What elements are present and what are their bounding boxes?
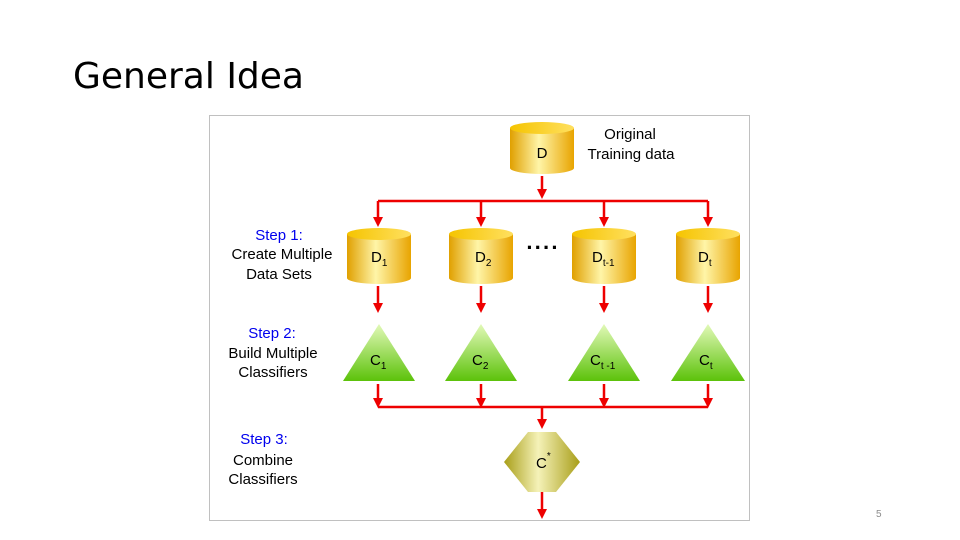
dataset-cylinder-2: D2 [449,228,513,284]
classifier-triangle-1: C1 [343,324,415,381]
step-2-line1: Build Multiple [228,345,317,362]
step-1-line2: Data Sets [246,266,312,283]
ellipsis: ···· [526,235,559,260]
dataset-cylinder-1: D1 [347,228,411,284]
step-3-line1: Combine [233,452,293,469]
classifier-label-1: C1 [370,352,387,372]
step-3-label: Step 3: Combine Classifiers [228,431,297,488]
step-1-label: Step 1: Create Multiple Data Sets [232,227,333,283]
page-number: 5 [876,509,882,520]
dataset-label-1: D1 [371,249,388,269]
step-3-heading: Step 3: [240,431,288,448]
step-3-line2: Classifiers [228,471,297,488]
source-description-line2: Training data [588,146,676,163]
connector-lines [373,176,713,519]
dataset-cylinder-t: Dt [676,228,740,284]
dataset-label-t-minus-1: Dt-1 [592,249,615,269]
classifier-triangle-t-minus-1: Ct -1 [568,324,640,381]
combined-classifier-label: C* [536,451,551,472]
step-1-heading: Step 1: [255,227,303,244]
combined-classifier-hexagon: C* [504,432,580,492]
dataset-label-t: Dt [698,249,712,269]
classifier-triangle-t: Ct [671,324,745,381]
diagram-frame [209,115,750,521]
classifier-label-2: C2 [472,352,489,372]
step-2-line2: Classifiers [238,364,307,381]
source-label: D [537,145,548,162]
classifier-label-t-minus-1: Ct -1 [590,352,616,372]
dataset-label-2: D2 [475,249,492,269]
dataset-cylinder-t-minus-1: Dt-1 [572,228,636,284]
slide-title: General Idea [73,56,304,97]
classifier-triangle-2: C2 [445,324,517,381]
step-2-label: Step 2: Build Multiple Classifiers [228,325,317,381]
source-dataset-cylinder: D [510,122,574,174]
step-2-heading: Step 2: [248,325,296,342]
step-1-line1: Create Multiple [232,246,333,263]
source-description-line1: Original [604,126,656,143]
classifier-label-t: Ct [699,352,713,372]
